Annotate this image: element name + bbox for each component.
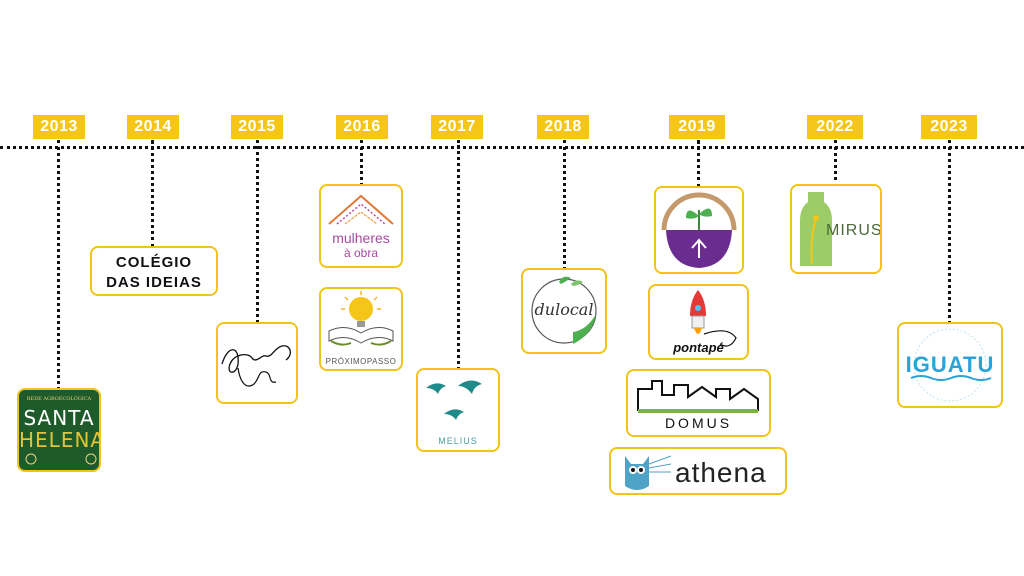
connector-2016 xyxy=(360,140,363,186)
logo-iguatu: IGUATU xyxy=(897,322,1003,408)
year-label: 2022 xyxy=(807,115,863,139)
connector-2019 xyxy=(697,140,700,188)
dulocal-text: dulocal xyxy=(534,300,594,319)
connector-2014 xyxy=(151,140,154,248)
connector-2023 xyxy=(948,140,951,324)
santa-helena-top-text: REDE AGROECOLÓGICA xyxy=(26,396,92,402)
mulheres-line1: mulheres xyxy=(332,230,390,246)
colegio-line2: DAS IDEIAS xyxy=(106,274,202,291)
globe-leaves-icon xyxy=(531,276,597,344)
logo-dulocal: dulocal xyxy=(521,268,607,354)
mirus-text: MIRUS xyxy=(826,222,882,239)
logo-mirus: MIRUS xyxy=(790,184,882,274)
logo-athena: athena xyxy=(609,447,787,495)
owl-icon xyxy=(625,455,672,490)
timeline-axis xyxy=(0,146,1024,149)
logo-domus: DOMUS xyxy=(626,369,771,437)
year-label: 2017 xyxy=(431,115,483,139)
logo-melius: MELIUS xyxy=(416,368,500,452)
year-label: 2018 xyxy=(537,115,589,139)
vegetables-icon xyxy=(25,453,97,465)
year-label: 2023 xyxy=(921,115,977,139)
connector-2022 xyxy=(834,140,837,187)
colegio-line1: COLÉGIO xyxy=(115,254,193,271)
logo-colegio-das-ideias: COLÉGIO DAS IDEIAS xyxy=(90,246,218,296)
melius-text: MELIUS xyxy=(438,436,478,446)
city-skyline-icon xyxy=(637,380,759,413)
connector-2013 xyxy=(57,140,60,390)
logo-pontape: pontapé xyxy=(648,284,749,360)
logo-mulheres-a-obra: mulheres à obra xyxy=(319,184,403,268)
swallows-icon xyxy=(426,380,482,420)
iguatu-text: IGUATU xyxy=(905,352,995,377)
year-label: 2015 xyxy=(231,115,283,139)
santa-helena-line2: HELENA xyxy=(19,428,101,452)
year-label: 2013 xyxy=(33,115,85,139)
santa-helena-line1: SANTA xyxy=(23,406,95,430)
mulheres-line2: à obra xyxy=(343,246,379,260)
connector-2017 xyxy=(457,140,460,370)
logo-proximo-passo: PRÓXIMOPASSO xyxy=(319,287,403,371)
year-label: 2016 xyxy=(336,115,388,139)
plant-shield-icon xyxy=(661,192,737,268)
athena-text: athena xyxy=(675,457,767,488)
logo-santa-helena: REDE AGROECOLÓGICA SANTA HELENA xyxy=(17,388,101,472)
year-label: 2019 xyxy=(669,115,725,139)
domus-text: DOMUS xyxy=(664,415,733,431)
water-circle-icon xyxy=(910,328,992,402)
proximo-passo-text: PRÓXIMOPASSO xyxy=(325,357,397,366)
roof-ornament-icon xyxy=(328,194,394,225)
rocket-icon xyxy=(690,290,737,347)
logo-padre-cicero xyxy=(216,322,298,404)
year-label: 2014 xyxy=(127,115,179,139)
connector-2015 xyxy=(256,140,259,323)
lightbulb-book-icon xyxy=(328,291,394,346)
bottle-plant-icon xyxy=(800,192,832,266)
logo-plant-shield xyxy=(654,186,744,274)
connector-2018 xyxy=(563,140,566,270)
pontape-text: pontapé xyxy=(673,340,724,355)
signature-image xyxy=(221,345,292,387)
